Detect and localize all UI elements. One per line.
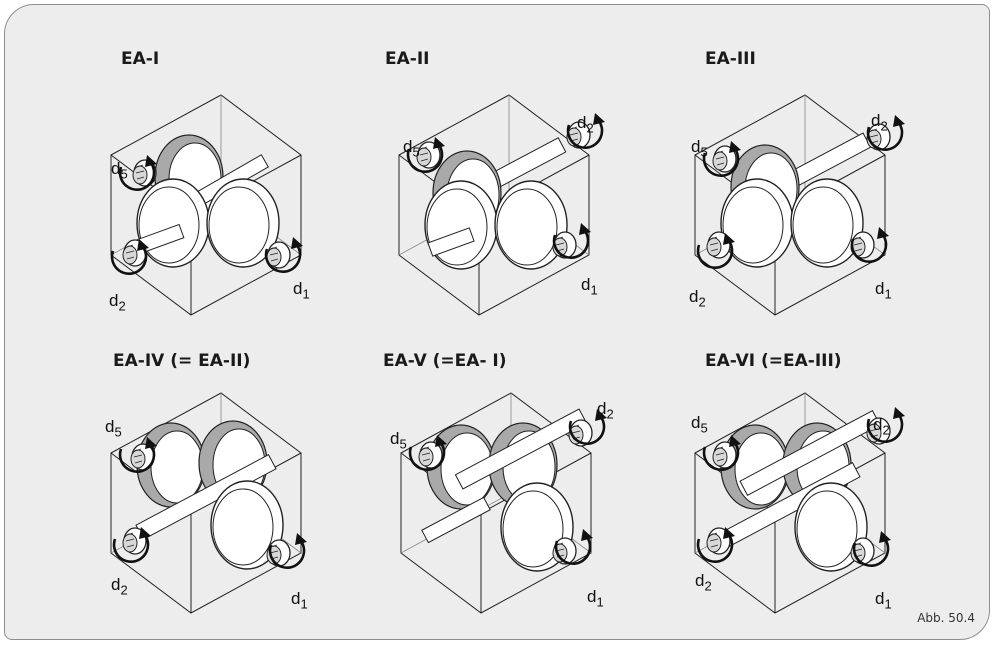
- rotation-label-d5: d5: [691, 137, 708, 159]
- rotation-label-d2: d2: [689, 287, 706, 309]
- rotation-label-d2: d2: [873, 415, 890, 437]
- rotation-label-d2: d2: [695, 571, 712, 593]
- rotation-label-d5: d5: [403, 137, 420, 159]
- gearbox-diagram-ea-iv: [111, 393, 311, 623]
- rotation-label-d2: d2: [109, 291, 126, 313]
- gearbox-diagram-ea-v: [401, 393, 601, 623]
- rotation-label-d2: d2: [871, 111, 888, 133]
- rotation-label-d1: d1: [875, 589, 892, 611]
- figure-panel: EA-I EA-II EA-III EA-IV (= EA-II) EA-V (…: [4, 4, 990, 640]
- rotation-label-d1: d1: [293, 279, 310, 301]
- rotation-label-d1: d1: [875, 279, 892, 301]
- rotation-label-d2: d2: [597, 399, 614, 421]
- rotation-label-d1: d1: [587, 587, 604, 609]
- gearbox-diagram-ea-ii: [399, 95, 599, 325]
- gearbox-diagram-ea-vi: [695, 393, 895, 623]
- rotation-label-d2: d2: [111, 575, 128, 597]
- rotation-label-d5: d5: [105, 417, 122, 439]
- figure-title-ea-iv: EA-IV (= EA-II): [113, 351, 250, 371]
- figure-caption: Abb. 50.4: [917, 611, 975, 625]
- rotation-label-d2: d2: [577, 113, 594, 135]
- figure-title-ea-ii: EA-II: [385, 49, 429, 69]
- rotation-label-d5: d5: [111, 159, 128, 181]
- gearbox-diagram-ea-i: [111, 95, 311, 325]
- figure-title-ea-vi: EA-VI (=EA-III): [705, 351, 842, 371]
- rotation-label-d5: d5: [691, 413, 708, 435]
- rotation-label-d5: d5: [390, 429, 407, 451]
- figure-title-ea-iii: EA-III: [705, 49, 756, 69]
- rotation-label-d1: d1: [291, 589, 308, 611]
- rotation-label-d1: d1: [581, 275, 598, 297]
- gearbox-diagram-ea-iii: [695, 95, 895, 325]
- figure-title-ea-i: EA-I: [121, 49, 159, 69]
- figure-title-ea-v: EA-V (=EA- I): [383, 351, 507, 371]
